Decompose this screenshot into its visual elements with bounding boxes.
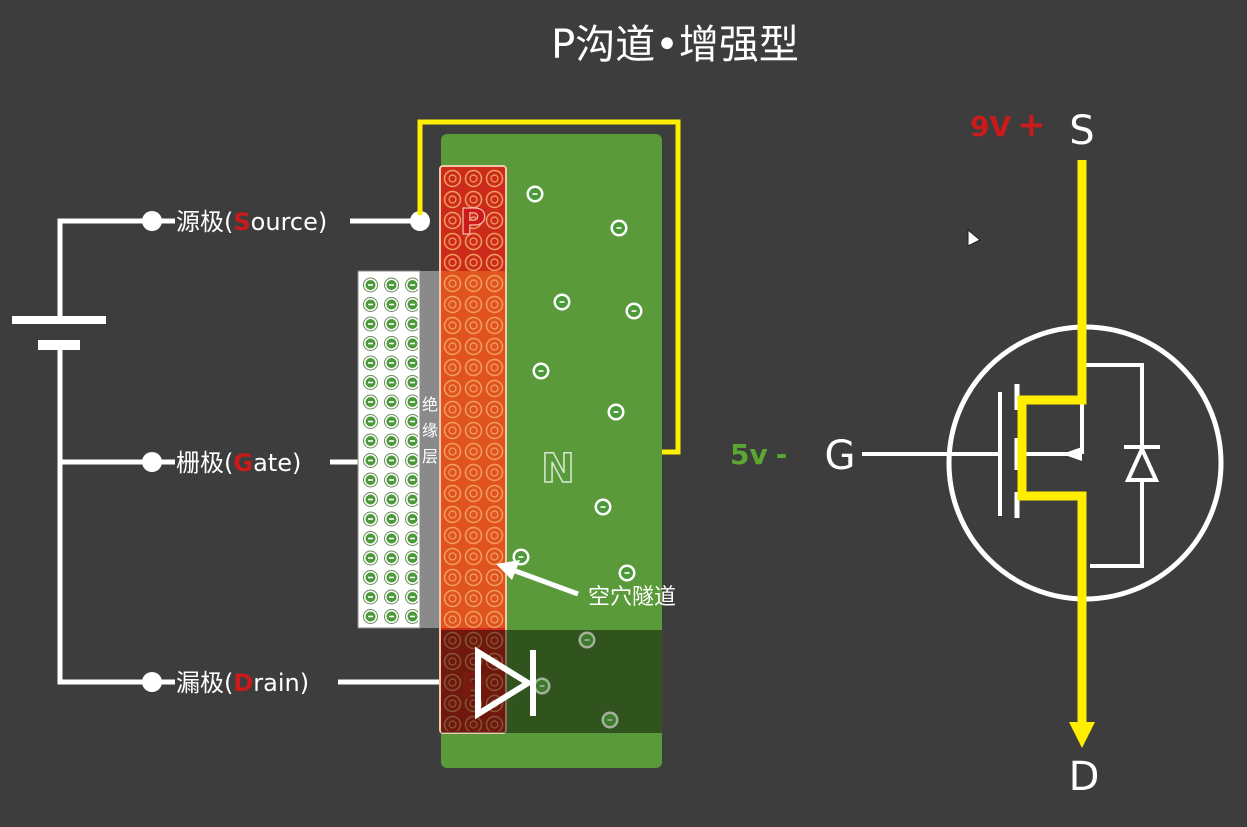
- electron: [610, 219, 628, 237]
- gate-label: 栅极(Gate): [176, 449, 301, 477]
- electron: [607, 403, 625, 421]
- symbol-drain-letter: D: [1069, 754, 1100, 800]
- body-diode-icon: [475, 646, 536, 720]
- drain-node: [142, 672, 162, 692]
- p-column-border: [439, 165, 507, 734]
- symbol-gate-letter: G: [825, 433, 856, 479]
- electron: [532, 362, 550, 380]
- electron: [601, 711, 619, 729]
- insulator-layer: [420, 271, 440, 628]
- battery-symbol: [12, 316, 106, 350]
- substrate-wire: [417, 119, 681, 455]
- gate-voltage-label: 5v-: [730, 438, 787, 471]
- current-path: [1017, 160, 1087, 730]
- electron: [625, 302, 643, 320]
- body-arrow-icon: [1062, 447, 1082, 461]
- page-title: P沟道•增强型: [551, 22, 799, 68]
- source-voltage-label: 9V+: [970, 105, 1046, 145]
- hole-channel-label: 空穴隧道: [588, 585, 676, 610]
- electron: [553, 293, 571, 311]
- mouse-cursor-icon: [967, 228, 981, 247]
- electron: [526, 185, 544, 203]
- gate-electrons: [360, 275, 418, 625]
- source-label: 源极(Source): [176, 208, 327, 236]
- p-source-label: P: [460, 202, 486, 243]
- electron: [512, 548, 530, 566]
- source-contact-node: [410, 211, 430, 231]
- svg-text:缘: 缘: [422, 421, 438, 440]
- symbol-source-letter: S: [1069, 108, 1094, 154]
- insulator-label: 绝 缘 层: [422, 395, 438, 466]
- svg-text:层: 层: [422, 447, 438, 466]
- channel-arrow: [496, 560, 579, 597]
- free-electrons: [512, 185, 643, 729]
- svg-text:绝: 绝: [422, 395, 438, 414]
- drain-label: 漏极(Drain): [176, 669, 309, 697]
- current-arrow-icon: [1069, 722, 1095, 748]
- electron: [594, 498, 612, 516]
- hole-pattern: [442, 168, 504, 731]
- symbol-diode-icon: [1124, 444, 1160, 482]
- electron: [578, 631, 596, 649]
- source-node: [142, 211, 162, 231]
- n-region-label: N: [541, 446, 574, 492]
- mosfet-symbol: [862, 160, 1224, 748]
- gate-node: [142, 452, 162, 472]
- electron: [533, 677, 551, 695]
- p-drain-label: P: [460, 666, 486, 707]
- electron: [618, 564, 636, 582]
